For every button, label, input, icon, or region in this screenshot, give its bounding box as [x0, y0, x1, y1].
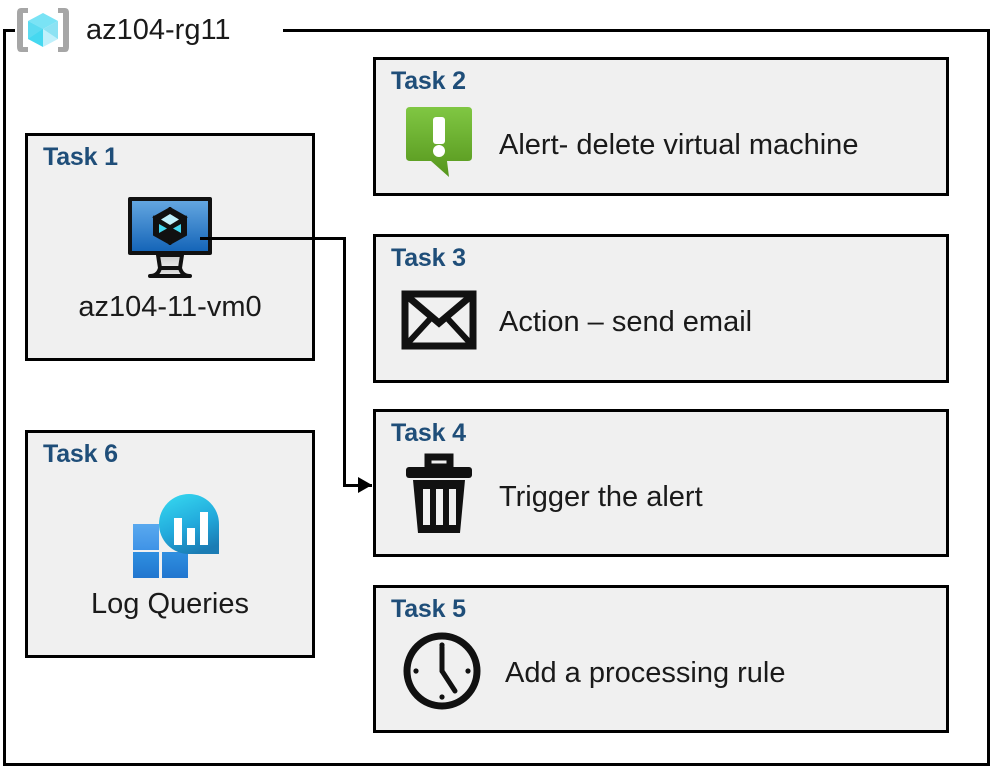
connector-segment-horizontal-bottom — [343, 484, 372, 487]
card-task-6-label: Log Queries — [91, 588, 249, 620]
resource-group-frame-right — [987, 29, 990, 766]
card-task-5-label: Add a processing rule — [505, 656, 786, 689]
resource-group-frame-top-left-stub — [3, 29, 15, 32]
card-task-1-title: Task 1 — [43, 143, 118, 171]
card-task-2[interactable]: Task 2 Alert- delete virtual machine — [373, 57, 949, 196]
card-task-4-label: Trigger the alert — [499, 480, 703, 513]
log-analytics-icon — [28, 491, 312, 578]
card-task-3[interactable]: Task 3 Action – send email — [373, 234, 949, 383]
card-task-2-label: Alert- delete virtual machine — [499, 128, 859, 161]
resource-group-frame-top-right — [283, 29, 990, 32]
resource-group-cube-icon — [14, 5, 72, 55]
card-task-6[interactable]: Task 6 — [25, 430, 315, 658]
card-task-5-title: Task 5 — [391, 595, 466, 623]
resource-group-header: az104-rg11 — [14, 4, 231, 56]
alert-exclamation-bubble-icon — [401, 105, 477, 186]
connector-segment-vertical — [343, 237, 346, 486]
card-task-4[interactable]: Task 4 Trigger the alert — [373, 409, 949, 557]
arrowhead-right-icon — [358, 477, 372, 493]
connector-segment-horizontal-top — [200, 237, 346, 240]
trash-can-icon — [401, 453, 477, 542]
virtual-machine-icon — [28, 194, 312, 280]
clock-icon — [401, 630, 483, 717]
card-task-5[interactable]: Task 5 Add a processing rule — [373, 585, 949, 733]
card-task-4-title: Task 4 — [391, 419, 466, 447]
card-task-3-title: Task 3 — [391, 244, 466, 272]
resource-group-frame-left — [3, 29, 6, 766]
card-task-6-title: Task 6 — [43, 440, 118, 468]
card-task-3-label: Action – send email — [499, 305, 753, 338]
envelope-icon — [401, 290, 477, 355]
card-task-1[interactable]: Task 1 — [25, 133, 315, 361]
resource-group-frame-bottom — [3, 763, 990, 766]
card-task-2-title: Task 2 — [391, 67, 466, 95]
card-task-1-label: az104-11-vm0 — [78, 291, 262, 323]
resource-group-title: az104-rg11 — [86, 13, 231, 46]
